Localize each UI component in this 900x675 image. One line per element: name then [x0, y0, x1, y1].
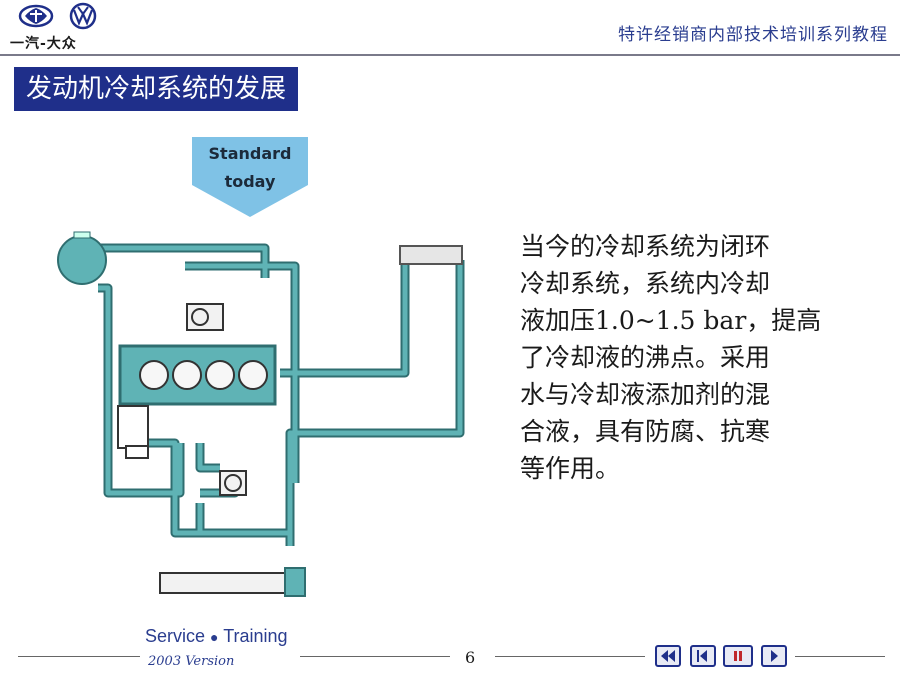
version-label: 2003 Version — [148, 654, 235, 669]
brand-logos — [10, 2, 110, 54]
cooling-system-diagram — [50, 228, 470, 600]
brand-name: 一汽-大众 — [10, 36, 77, 52]
previous-slide-button[interactable] — [690, 645, 716, 667]
previous-icon — [697, 650, 707, 662]
slide-title: 发动机冷却系统的发展 — [14, 67, 299, 111]
stop-button[interactable] — [723, 645, 753, 667]
footer-divider-left — [18, 656, 140, 657]
footer-divider-mid — [300, 656, 450, 657]
footer-divider-end — [795, 656, 885, 657]
page-number: 6 — [465, 648, 476, 667]
first-slide-button[interactable] — [655, 645, 681, 667]
slide-body-text: 当今的冷却系统为闭环 冷却系统，系统内冷却 液加压1.0~1.5 bar，提高 … — [520, 232, 822, 483]
rewind-icon — [661, 650, 675, 662]
badge-line-2: today — [225, 172, 276, 191]
training-label: Training — [223, 626, 288, 646]
header-divider — [0, 54, 900, 56]
header-caption: 特许经销商内部技术培训系列教程 — [618, 25, 888, 45]
next-slide-button[interactable] — [761, 645, 787, 667]
footer-divider-right — [495, 656, 645, 657]
service-training-label: Service ● Training — [145, 626, 288, 647]
service-label: Service — [145, 626, 206, 646]
standard-today-badge: Standard today — [192, 137, 308, 223]
bullet-dot: ● — [210, 629, 219, 645]
faw-vw-logo-icon — [18, 2, 97, 30]
badge-line-1: Standard — [209, 144, 292, 163]
next-icon — [771, 650, 778, 662]
pause-icon — [734, 651, 742, 661]
